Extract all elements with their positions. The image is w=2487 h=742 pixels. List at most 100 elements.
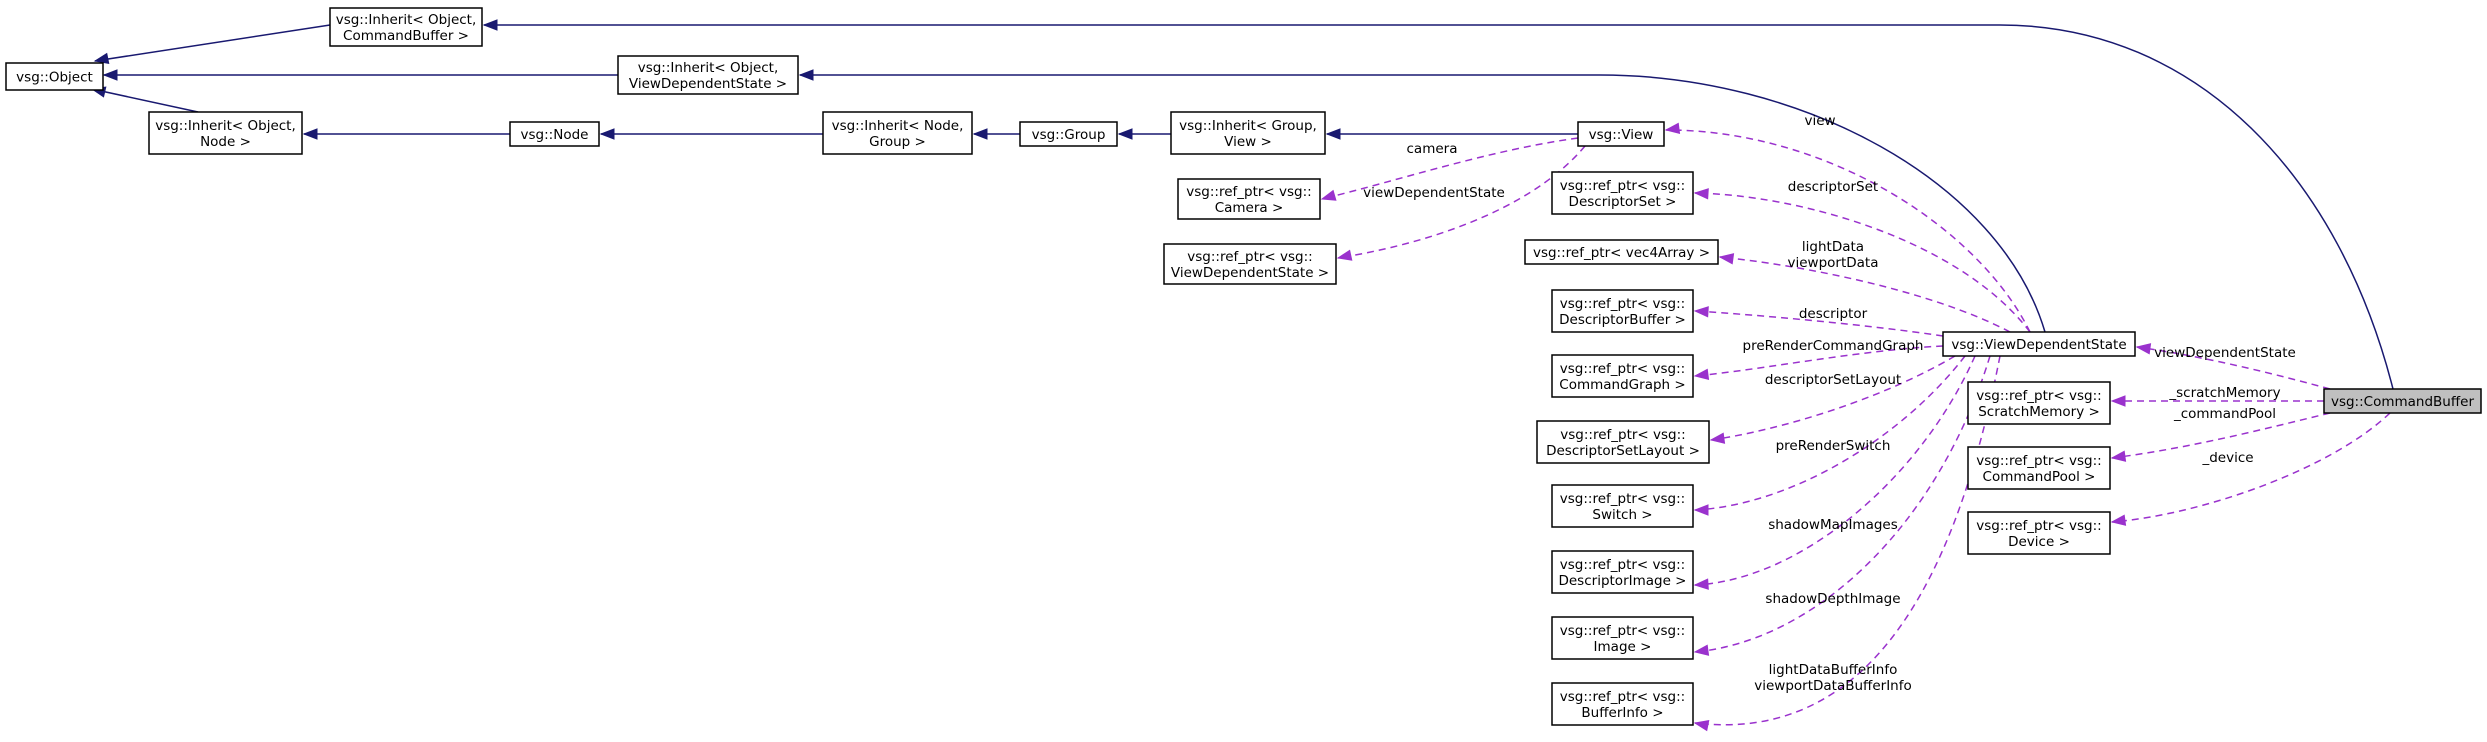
edge-node-inherit-node-arrowhead (302, 128, 318, 140)
edge-scratchmemory-arrowhead (2110, 395, 2126, 407)
node-box (1551, 354, 1694, 398)
node-label: vsg::Group (1032, 127, 1106, 143)
node-rp-image[interactable]: vsg::ref_ptr< vsg::Image > (1551, 616, 1694, 660)
node-box (1163, 243, 1337, 285)
edge-shadowmapimages-arrowhead (1693, 578, 1709, 590)
edge-lightdata (1719, 256, 2011, 333)
edge-viewdependentstate-v (1337, 145, 1586, 259)
edge-label-viewDependentState-view: viewDependentState (1363, 185, 1505, 201)
edge-camera-arrowhead (1320, 189, 1337, 201)
node-commandbuffer[interactable]: vsg::CommandBuffer (2323, 388, 2482, 414)
node-label: vsg::Node (521, 127, 589, 143)
node-box (1967, 381, 2111, 425)
edge-vds-inherit-vds-arrowhead (798, 69, 814, 81)
node-label: DescriptorSetLayout > (1546, 443, 1700, 459)
node-label: Camera > (1215, 200, 1284, 216)
edge-bufferinfo (1694, 355, 2001, 726)
edge-label-descriptor: descriptor (1799, 306, 1868, 322)
node-inherit-node[interactable]: vsg::Inherit< Object,Node > (148, 111, 303, 155)
node-label: vsg::Inherit< Group, (1179, 118, 1317, 134)
node-label: ViewDependentState > (629, 76, 787, 92)
node-label: Switch > (1592, 507, 1652, 523)
node-rp-switch[interactable]: vsg::ref_ptr< vsg::Switch > (1551, 484, 1694, 528)
node-box (1967, 446, 2111, 490)
node-rp-descimg[interactable]: vsg::ref_ptr< vsg::DescriptorImage > (1551, 550, 1694, 594)
node-box (1551, 171, 1694, 215)
node-rp-dsl[interactable]: vsg::ref_ptr< vsg::DescriptorSetLayout > (1536, 420, 1710, 464)
node-box (1524, 239, 1719, 265)
edge-shadowmapimages (1694, 355, 1976, 586)
edge-cb-inherit-cb (484, 24, 2394, 390)
edge-lightdata-arrowhead (1718, 253, 1735, 265)
node-label: vsg::ref_ptr< vsg:: (1560, 361, 1685, 377)
node-label: BufferInfo > (1581, 705, 1663, 721)
node-label: vsg::ref_ptr< vsg:: (1560, 427, 1685, 443)
node-rp-bufinfo[interactable]: vsg::ref_ptr< vsg::BufferInfo > (1551, 682, 1694, 726)
edge-label-view: view (1804, 113, 1835, 129)
node-box (1177, 178, 1321, 220)
edge-shadowdepthimage-arrowhead (1693, 644, 1710, 656)
node-label: vsg::ref_ptr< vsg:: (1186, 184, 1311, 200)
node-label: Node > (200, 134, 251, 150)
node-box (5, 62, 104, 91)
node-label: vsg::Inherit< Object, (336, 12, 477, 28)
node-label: Image > (1594, 639, 1652, 655)
edge-label-camera: camera (1407, 141, 1458, 157)
edge-cb-inherit-cb-arrowhead (482, 19, 498, 31)
edge-inherit-cb-object-arrowhead (93, 52, 110, 64)
edge-inherit-node-object (91, 88, 199, 113)
node-node[interactable]: vsg::Node (509, 121, 600, 147)
node-rp-camera[interactable]: vsg::ref_ptr< vsg::Camera > (1177, 178, 1321, 220)
node-label: DescriptorBuffer > (1559, 312, 1686, 328)
edge-prerendercommandgraph-arrowhead (1693, 368, 1710, 381)
node-box (509, 121, 600, 147)
node-label: vsg::ref_ptr< vsg:: (1560, 557, 1685, 573)
edge-label-viewDependentState-cb: viewDependentState (2154, 345, 2296, 361)
node-rp-cmdpool[interactable]: vsg::ref_ptr< vsg::CommandPool > (1967, 446, 2111, 490)
edge-label-preRenderCommandGraph: preRenderCommandGraph (1743, 338, 1924, 354)
node-label: vsg::CommandBuffer (2331, 394, 2474, 410)
node-box (1577, 121, 1665, 147)
node-rp-scratch[interactable]: vsg::ref_ptr< vsg::ScratchMemory > (1967, 381, 2111, 425)
edge-viewdependentstate-v-arrowhead (1336, 249, 1353, 261)
node-label: DescriptorSet > (1569, 194, 1677, 210)
edge-descriptor (1694, 310, 1944, 337)
node-label: vsg::Inherit< Node, (832, 118, 964, 134)
node-rp-descbuf[interactable]: vsg::ref_ptr< vsg::DescriptorBuffer > (1551, 289, 1694, 333)
edge-label-bufferInfo: viewportDataBufferInfo (1754, 678, 1912, 694)
node-box (1551, 616, 1694, 660)
node-group[interactable]: vsg::Group (1019, 121, 1118, 147)
edge-label-descriptorSetLayout: descriptorSetLayout (1765, 372, 1901, 388)
node-view[interactable]: vsg::View (1577, 121, 1665, 147)
node-label: vsg::ref_ptr< vsg:: (1560, 689, 1685, 705)
node-inherit-view[interactable]: vsg::Inherit< Group,View > (1170, 111, 1326, 155)
node-box (1967, 511, 2111, 555)
node-box (1551, 289, 1694, 333)
node-rp-vec4[interactable]: vsg::ref_ptr< vec4Array > (1524, 239, 1719, 265)
node-inherit-cb[interactable]: vsg::Inherit< Object,CommandBuffer > (329, 7, 483, 47)
node-box (1551, 682, 1694, 726)
node-vds[interactable]: vsg::ViewDependentState (1942, 331, 2136, 357)
node-label: CommandGraph > (1559, 377, 1685, 393)
edge-label-shadowMapImages: shadowMapImages (1768, 517, 1898, 533)
edge-label-commandPool: _commandPool (2173, 406, 2276, 422)
node-label: ViewDependentState > (1171, 265, 1329, 281)
node-label: vsg::ref_ptr< vsg:: (1560, 296, 1685, 312)
edge-descriptorsetlayout-arrowhead (1709, 432, 1726, 444)
node-object[interactable]: vsg::Object (5, 62, 104, 91)
node-inherit-vds[interactable]: vsg::Inherit< Object,ViewDependentState … (617, 55, 799, 95)
node-inherit-group[interactable]: vsg::Inherit< Node,Group > (822, 111, 973, 155)
node-label: ScratchMemory > (1978, 404, 2100, 420)
node-rp-cmdgraph[interactable]: vsg::ref_ptr< vsg::CommandGraph > (1551, 354, 1694, 398)
edge-commandpool (2111, 412, 2331, 459)
node-label: View > (1224, 134, 1272, 150)
node-box (617, 55, 799, 95)
node-box (822, 111, 973, 155)
node-rp-device[interactable]: vsg::ref_ptr< vsg::Device > (1967, 511, 2111, 555)
node-rp-descset[interactable]: vsg::ref_ptr< vsg::DescriptorSet > (1551, 171, 1694, 215)
edge-shadowdepthimage (1694, 355, 1991, 653)
node-label: vsg::ViewDependentState (1951, 337, 2126, 353)
node-rp-vds[interactable]: vsg::ref_ptr< vsg::ViewDependentState > (1163, 243, 1337, 285)
node-label: Device > (2008, 534, 2070, 550)
edge-label-device: _device (2201, 450, 2253, 466)
